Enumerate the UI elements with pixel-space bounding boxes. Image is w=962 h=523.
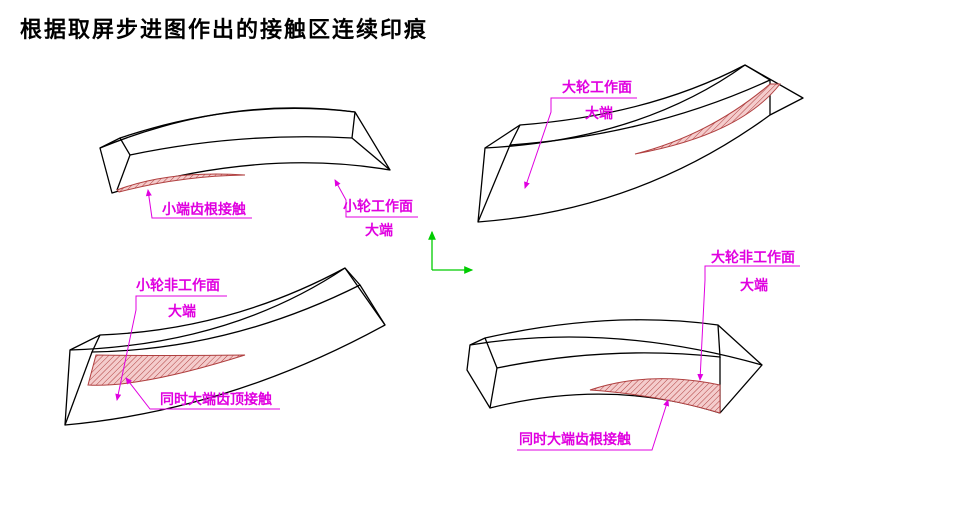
leader-bottom-right-face: 大轮非工作面 大端 bbox=[697, 249, 800, 381]
leader-top-left-root: 小端齿根接触 bbox=[145, 189, 252, 219]
label-heel-root-contact: 同时大端齿根接触 bbox=[519, 431, 631, 448]
label-pinion-nonworking-face: 小轮非工作面 bbox=[136, 277, 220, 294]
tooth-bottom-right bbox=[466, 319, 763, 414]
contact-area-top-right bbox=[634, 83, 782, 155]
label-heel-tip-contact: 同时大端齿顶接触 bbox=[160, 391, 272, 408]
label-pinion-working-face: 小轮工作面 bbox=[343, 198, 413, 215]
label-gear-nonworking-face: 大轮非工作面 bbox=[711, 249, 795, 266]
label-small-end-root-contact: 小端齿根接触 bbox=[162, 201, 246, 218]
label-heel-bottom-right: 大端 bbox=[740, 277, 768, 294]
label-heel-bottom-left: 大端 bbox=[168, 303, 196, 320]
coordinate-axes bbox=[428, 230, 474, 274]
tooth-top-left bbox=[99, 107, 391, 194]
page-title: 根据取屏步进图作出的接触区连续印痕 bbox=[20, 17, 429, 43]
contact-area-top-left bbox=[116, 173, 246, 193]
label-heel-top-left: 大端 bbox=[365, 222, 393, 239]
leader-bottom-left-top: 同时大端齿顶接触 bbox=[125, 377, 280, 410]
label-heel-top-right: 大端 bbox=[585, 105, 613, 122]
tooth-top-right bbox=[477, 64, 804, 223]
contact-area-bottom-right bbox=[589, 378, 721, 414]
label-gear-working-face: 大轮工作面 bbox=[562, 79, 632, 96]
leader-bottom-right-root: 同时大端齿根接触 bbox=[517, 399, 670, 451]
leader-top-right-face: 大轮工作面 大端 bbox=[524, 79, 637, 189]
leader-bottom-left-face: 小轮非工作面 大端 bbox=[115, 277, 227, 401]
leader-top-left-face: 小轮工作面 大端 bbox=[334, 179, 418, 239]
